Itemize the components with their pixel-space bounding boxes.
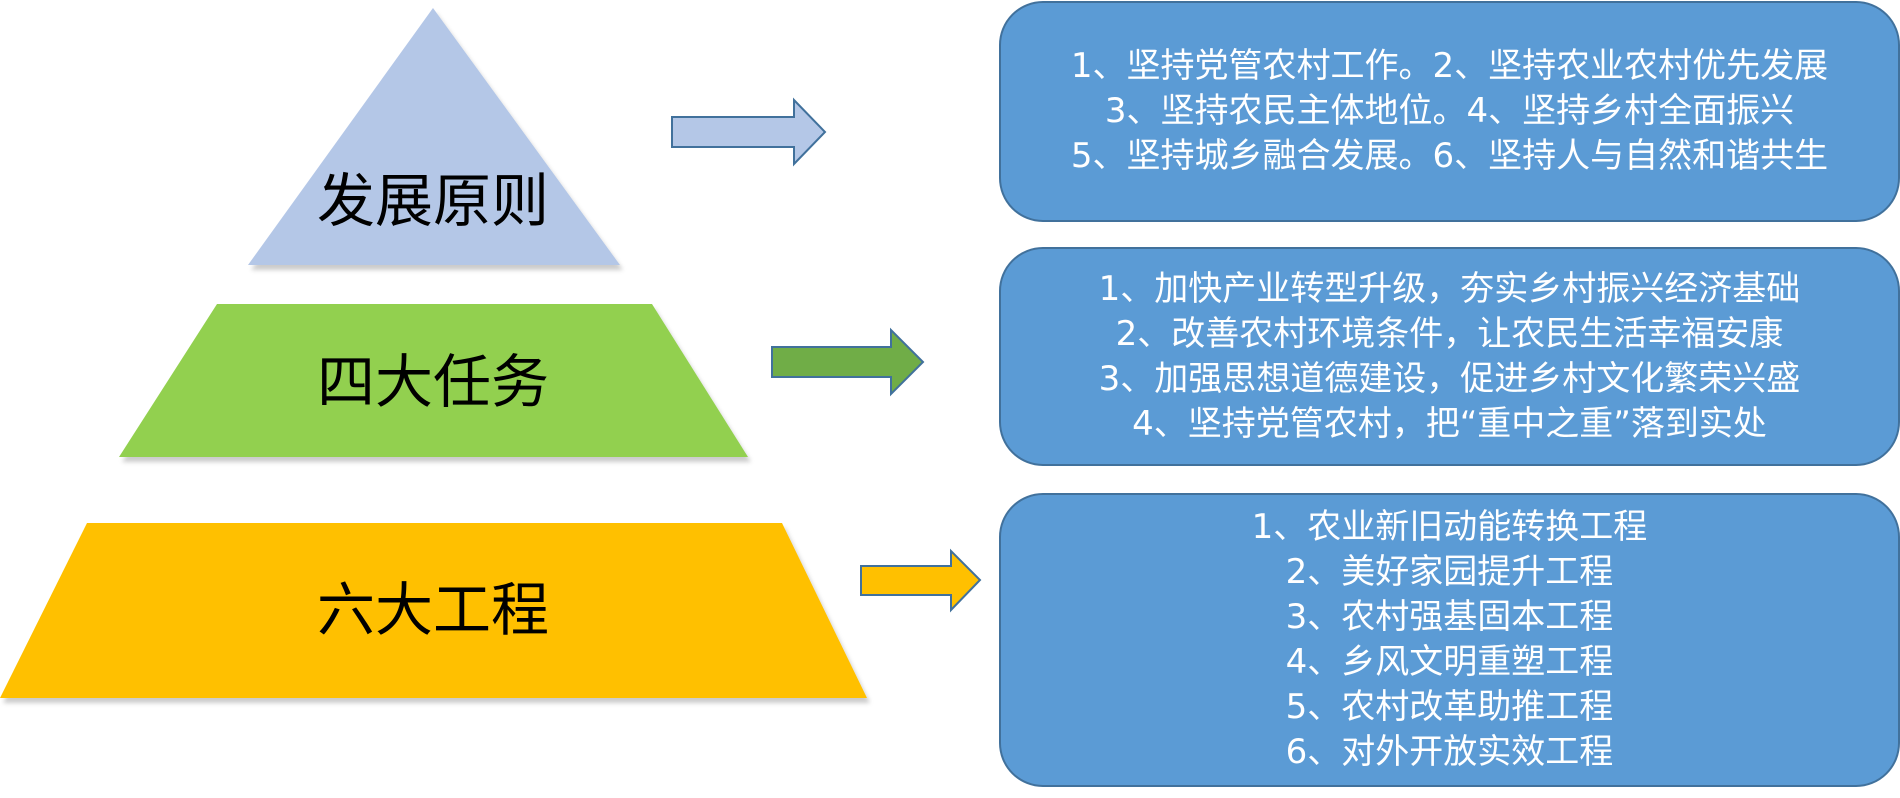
principles-box: 1、坚持党管农村工作。2、坚持农业农村优先发展 3、坚持农民主体地位。4、坚持乡… xyxy=(999,1,1900,222)
principle-line: 1、坚持党管农村工作。2、坚持农业农村优先发展 xyxy=(1070,46,1829,86)
project-line: 4、乡风文明重塑工程 xyxy=(1285,642,1614,682)
tasks-box: 1、加快产业转型升级，夯实乡村振兴经济基础 2、改善农村环境条件，让农民生活幸福… xyxy=(999,247,1900,466)
projects-box: 1、农业新旧动能转换工程 2、美好家园提升工程 3、农村强基固本工程 4、乡风文… xyxy=(999,493,1900,787)
arrow-right-icon xyxy=(671,97,827,167)
project-line: 1、农业新旧动能转换工程 xyxy=(1251,507,1648,547)
project-line: 2、美好家园提升工程 xyxy=(1285,552,1614,592)
principle-line: 3、坚持农民主体地位。4、坚持乡村全面振兴 xyxy=(1104,91,1795,131)
task-line: 1、加快产业转型升级，夯实乡村振兴经济基础 xyxy=(1098,268,1801,309)
tier-label-projects: 六大工程 xyxy=(316,576,550,644)
arrow-right-icon xyxy=(860,548,982,613)
tier-label-principles: 发展原则 xyxy=(316,167,550,235)
task-line: 3、加强思想道德建设，促进乡村文化繁荣兴盛 xyxy=(1098,358,1801,399)
pyramid-tier-projects xyxy=(0,523,867,698)
task-line: 4、坚持党管农村，把“重中之重”落到实处 xyxy=(1132,403,1767,444)
project-line: 5、农村改革助推工程 xyxy=(1285,687,1614,727)
principle-line: 5、坚持城乡融合发展。6、坚持人与自然和谐共生 xyxy=(1070,136,1829,176)
pyramid-tier-tasks xyxy=(119,304,748,457)
project-line: 3、农村强基固本工程 xyxy=(1285,597,1614,637)
arrow-right-icon xyxy=(771,327,925,397)
pyramid-tier-principles xyxy=(248,8,620,265)
task-line: 2、改善农村环境条件，让农民生活幸福安康 xyxy=(1115,313,1784,354)
project-line: 6、对外开放实效工程 xyxy=(1285,732,1614,772)
tier-label-tasks: 四大任务 xyxy=(316,348,550,416)
